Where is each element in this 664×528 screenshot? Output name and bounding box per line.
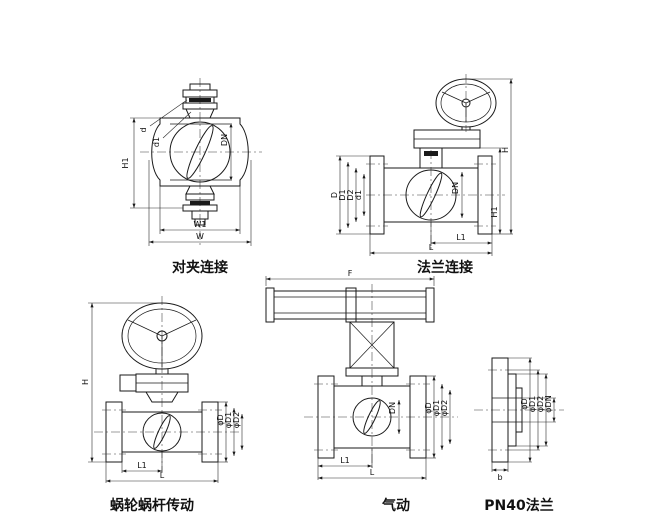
figure-flanged-valve: D D1 D2 d1 DN H1 H L1 L 法兰连接 bbox=[330, 74, 513, 276]
figure-wafer-valve: H1 d d1 DN W1 W 对夹连接 bbox=[121, 78, 262, 276]
pneumatic-dimensions: F φD φD1 φD2 DN L1 L bbox=[265, 269, 452, 480]
dim-label-D: D bbox=[330, 192, 339, 198]
dim-label-dn: DN bbox=[220, 134, 229, 146]
caption-flange-connection: 法兰连接 bbox=[417, 259, 473, 276]
dim-label-l1-flanged: L1 bbox=[456, 233, 466, 242]
dim-label-D1: D1 bbox=[338, 189, 347, 200]
worm-centerlines bbox=[94, 296, 240, 472]
dim-label-w1: W1 bbox=[194, 220, 207, 229]
dim-label-h1: H1 bbox=[121, 157, 130, 168]
worm-handwheel bbox=[121, 302, 203, 374]
dim-label-d: d bbox=[139, 127, 148, 132]
gearbox bbox=[413, 129, 481, 168]
caption-pn40-flange: PN40法兰 bbox=[484, 497, 553, 514]
dim-label-D2: D2 bbox=[346, 189, 355, 200]
worm-valve-body bbox=[102, 401, 222, 463]
mounting-bracket bbox=[345, 321, 399, 377]
figure-worm-gear-valve: H φD φD1 φD2 L1 L 蜗轮蜗杆传动 bbox=[81, 296, 244, 514]
wafer-dimensions: H1 d d1 DN W1 W bbox=[121, 99, 252, 246]
flanged-centerlines bbox=[366, 74, 505, 252]
dim-label-phiD-worm: φD bbox=[216, 414, 225, 425]
dim-label-phiD1-worm: φD1 bbox=[224, 412, 233, 429]
caption-pneumatic: 气动 bbox=[381, 497, 410, 514]
dim-label-h1-flanged: H1 bbox=[490, 206, 499, 217]
dim-label-phiD-pneu: φD bbox=[424, 402, 433, 413]
handwheel bbox=[435, 78, 497, 130]
dim-label-phiD-flange: φD bbox=[520, 398, 529, 409]
dim-label-d1-flanged: d1 bbox=[354, 190, 363, 200]
dim-label-l1-pneu: L1 bbox=[340, 456, 350, 465]
dim-label-l-worm: L bbox=[160, 471, 165, 480]
dim-label-d1: d1 bbox=[152, 137, 161, 147]
flanged-valve-body bbox=[366, 155, 496, 235]
flange-dimensions: φD φD1 φD2 φDN b bbox=[491, 357, 556, 482]
dim-label-b-flange: b bbox=[497, 473, 502, 482]
dim-label-l-flanged: L bbox=[429, 243, 434, 252]
dim-label-phiD2-flange: φD2 bbox=[536, 396, 545, 413]
dim-label-phiD1-flange: φD1 bbox=[528, 396, 537, 413]
dim-label-f: F bbox=[348, 269, 353, 278]
dim-label-l1-worm: L1 bbox=[137, 461, 147, 470]
dim-label-dn-pneu: DN bbox=[388, 402, 397, 414]
worm-gearbox bbox=[119, 373, 189, 403]
dim-label-w: W bbox=[196, 232, 204, 241]
pneumatic-cylinder bbox=[265, 287, 435, 323]
dim-label-l-pneu: L bbox=[370, 468, 375, 477]
dim-label-phiD1-pneu: φD1 bbox=[432, 400, 441, 417]
dim-label-h-worm: H bbox=[81, 379, 90, 385]
pneumatic-centerlines bbox=[304, 284, 458, 470]
figure-pn40-flange: φD φD1 φD2 φDN b PN40法兰 bbox=[474, 357, 564, 514]
caption-wafer-connection: 对夹连接 bbox=[172, 259, 228, 276]
flanged-dimensions: D D1 D2 d1 DN H1 H L1 L bbox=[330, 78, 513, 256]
figure-pneumatic-valve: F φD φD1 φD2 DN L1 L 气动 bbox=[265, 269, 458, 514]
dim-label-phiD2-worm: φD2 bbox=[232, 412, 241, 429]
dim-label-phiD2-pneu: φD2 bbox=[440, 400, 449, 417]
flange-profile bbox=[491, 357, 523, 463]
dim-label-dn-flanged: DN bbox=[451, 182, 460, 194]
dim-label-phiDN-flange: φDN bbox=[544, 395, 553, 412]
worm-dimensions: H φD φD1 φD2 L1 L bbox=[81, 302, 244, 483]
dim-label-h-flanged: H bbox=[501, 147, 510, 153]
caption-worm-gear-drive: 蜗轮蜗杆传动 bbox=[110, 497, 194, 514]
